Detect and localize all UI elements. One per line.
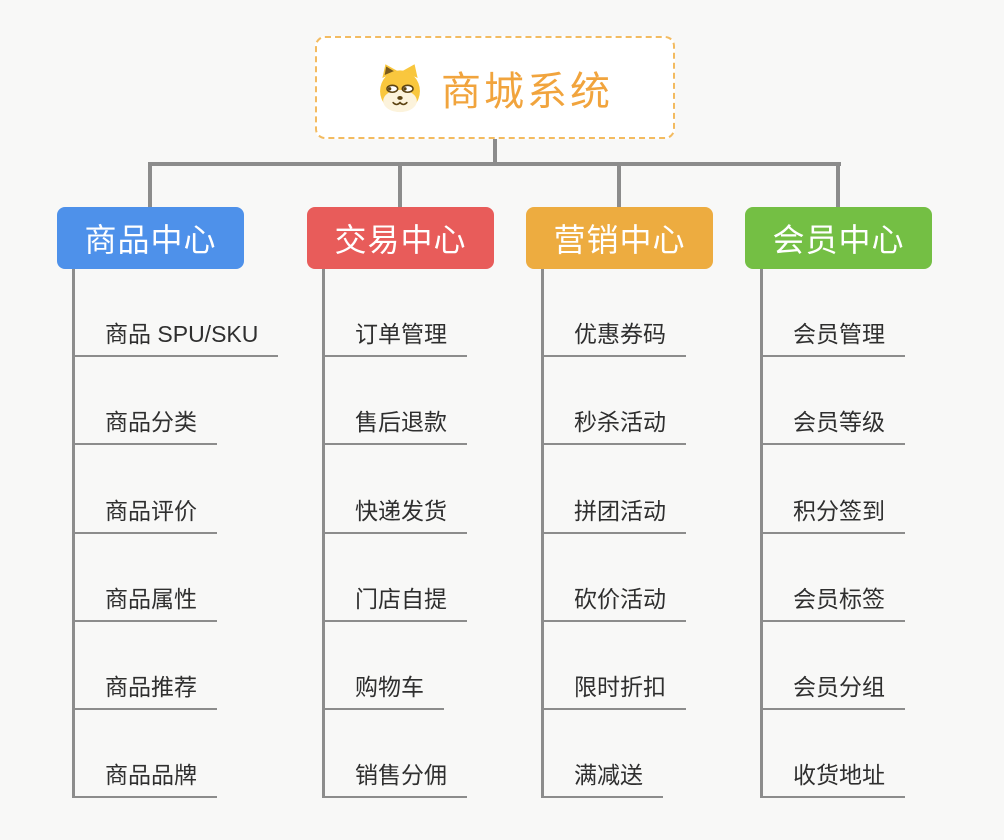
- leaf-label[interactable]: 收货地址: [763, 756, 905, 799]
- leaf-label[interactable]: 商品品牌: [75, 756, 217, 799]
- leaf-node: 砍价活动: [544, 534, 713, 622]
- branch-children: 会员管理 会员等级 积分签到 会员标签 会员分组 收货地址: [760, 269, 932, 799]
- leaf-node: 会员标签: [763, 534, 932, 622]
- connector-drop-product: [148, 162, 152, 208]
- connector-drop-trade: [398, 162, 402, 208]
- leaf-label[interactable]: 秒杀活动: [544, 403, 686, 446]
- leaf-node: 购物车: [325, 622, 494, 710]
- leaf-label[interactable]: 会员标签: [763, 580, 905, 622]
- leaf-node: 商品品牌: [75, 710, 244, 799]
- leaf-node: 拼团活动: [544, 445, 713, 534]
- root-label: 商城系统: [441, 69, 613, 114]
- shiba-dog-icon: [380, 63, 420, 112]
- leaf-label[interactable]: 商品 SPU/SKU: [75, 315, 279, 358]
- leaf-node: 满减送: [544, 710, 713, 799]
- branch-node-product-center[interactable]: 商品中心: [57, 207, 244, 269]
- leaf-node: 快递发货: [325, 445, 494, 534]
- leaf-label[interactable]: 订单管理: [325, 315, 467, 358]
- leaf-node: 优惠券码: [544, 269, 713, 358]
- branch-children: 订单管理 售后退款 快递发货 门店自提 购物车 销售分佣: [322, 269, 494, 799]
- branch-product-center: 商品中心 商品 SPU/SKU 商品分类 商品评价 商品属性 商品推荐 商品品牌: [57, 207, 279, 799]
- branch-label: 会员中心: [772, 222, 905, 258]
- leaf-label[interactable]: 拼团活动: [544, 492, 686, 534]
- leaf-node: 商品 SPU/SKU: [75, 269, 279, 358]
- branch-children: 优惠券码 秒杀活动 拼团活动 砍价活动 限时折扣 满减送: [541, 269, 713, 799]
- branch-label: 商品中心: [84, 222, 217, 258]
- leaf-node: 会员管理: [763, 269, 932, 358]
- branch-trade-center: 交易中心 订单管理 售后退款 快递发货 门店自提 购物车 销售分佣: [307, 207, 494, 799]
- leaf-label[interactable]: 门店自提: [325, 580, 467, 622]
- leaf-label[interactable]: 限时折扣: [544, 668, 686, 710]
- connector-root-drop: [493, 139, 497, 166]
- leaf-node: 积分签到: [763, 445, 932, 534]
- leaf-node: 收货地址: [763, 710, 932, 799]
- branch-node-trade-center[interactable]: 交易中心: [307, 207, 494, 269]
- leaf-label[interactable]: 积分签到: [763, 492, 905, 534]
- branch-label: 营销中心: [553, 222, 686, 258]
- leaf-label[interactable]: 会员等级: [763, 403, 905, 446]
- leaf-label[interactable]: 会员分组: [763, 668, 905, 710]
- leaf-label[interactable]: 商品分类: [75, 403, 217, 446]
- leaf-node: 销售分佣: [325, 710, 494, 799]
- branch-node-member-center[interactable]: 会员中心: [745, 207, 932, 269]
- leaf-node: 秒杀活动: [544, 357, 713, 446]
- leaf-node: 会员等级: [763, 357, 932, 446]
- connector-drop-marketing: [617, 162, 621, 208]
- leaf-node: 商品推荐: [75, 622, 244, 710]
- connector-horizontal-bar: [148, 162, 841, 166]
- leaf-label[interactable]: 商品属性: [75, 580, 217, 622]
- leaf-label[interactable]: 销售分佣: [325, 756, 467, 799]
- leaf-label[interactable]: 砍价活动: [544, 580, 686, 622]
- branch-children: 商品 SPU/SKU 商品分类 商品评价 商品属性 商品推荐 商品品牌: [72, 269, 279, 799]
- connector-drop-member: [836, 162, 840, 208]
- branch-member-center: 会员中心 会员管理 会员等级 积分签到 会员标签 会员分组 收货地址: [745, 207, 932, 799]
- leaf-label[interactable]: 会员管理: [763, 315, 905, 358]
- leaf-label[interactable]: 购物车: [325, 668, 444, 710]
- leaf-node: 售后退款: [325, 357, 494, 446]
- leaf-label[interactable]: 优惠券码: [544, 315, 686, 358]
- branch-node-marketing-center[interactable]: 营销中心: [526, 207, 713, 269]
- leaf-label[interactable]: 售后退款: [325, 403, 467, 446]
- leaf-node: 商品评价: [75, 445, 244, 534]
- leaf-label[interactable]: 快递发货: [325, 492, 467, 534]
- leaf-label[interactable]: 商品评价: [75, 492, 217, 534]
- leaf-node: 门店自提: [325, 534, 494, 622]
- root-node[interactable]: 商城系统: [315, 36, 675, 139]
- leaf-node: 限时折扣: [544, 622, 713, 710]
- leaf-node: 会员分组: [763, 622, 932, 710]
- branch-label: 交易中心: [334, 222, 467, 258]
- branch-marketing-center: 营销中心 优惠券码 秒杀活动 拼团活动 砍价活动 限时折扣 满减送: [526, 207, 713, 799]
- leaf-node: 商品属性: [75, 534, 244, 622]
- leaf-label[interactable]: 满减送: [544, 756, 663, 799]
- leaf-node: 订单管理: [325, 269, 494, 358]
- leaf-label[interactable]: 商品推荐: [75, 668, 217, 710]
- leaf-node: 商品分类: [75, 357, 244, 446]
